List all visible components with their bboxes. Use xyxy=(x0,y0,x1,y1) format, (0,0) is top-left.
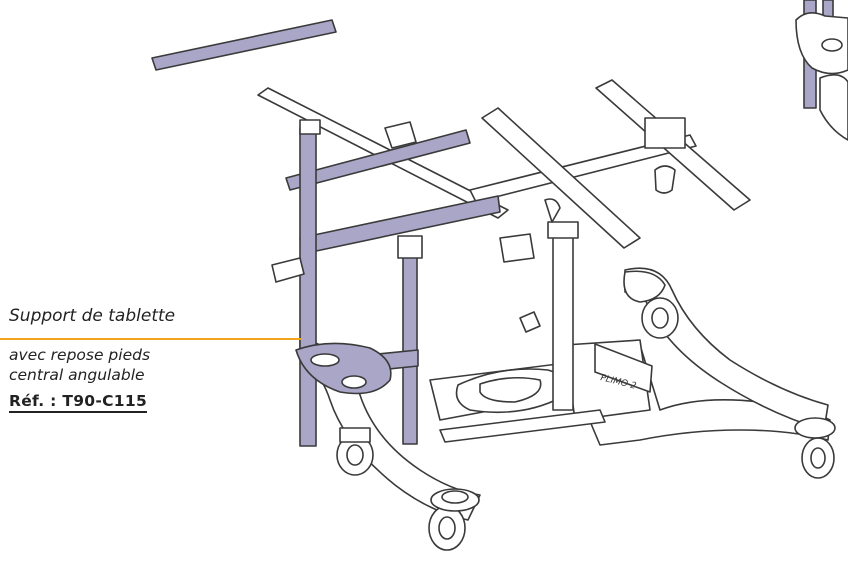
caster-wheels xyxy=(336,297,836,551)
callout-line-2: avec repose pieds xyxy=(9,346,151,364)
central-mast xyxy=(499,198,579,411)
adjustable-rails xyxy=(257,79,751,249)
callout-title: Support de tablette xyxy=(9,306,176,326)
part-reference: Réf. : T90-C115 xyxy=(9,392,148,413)
callout-leader-line xyxy=(0,338,302,340)
callout-line-3: central angulable xyxy=(9,366,145,384)
product-plate: PLIMO 2 xyxy=(594,343,653,393)
partial-unit-top-right xyxy=(795,0,848,141)
tablet-support xyxy=(151,19,501,447)
part-callout: Support de tablette avec repose pieds ce… xyxy=(0,306,302,413)
